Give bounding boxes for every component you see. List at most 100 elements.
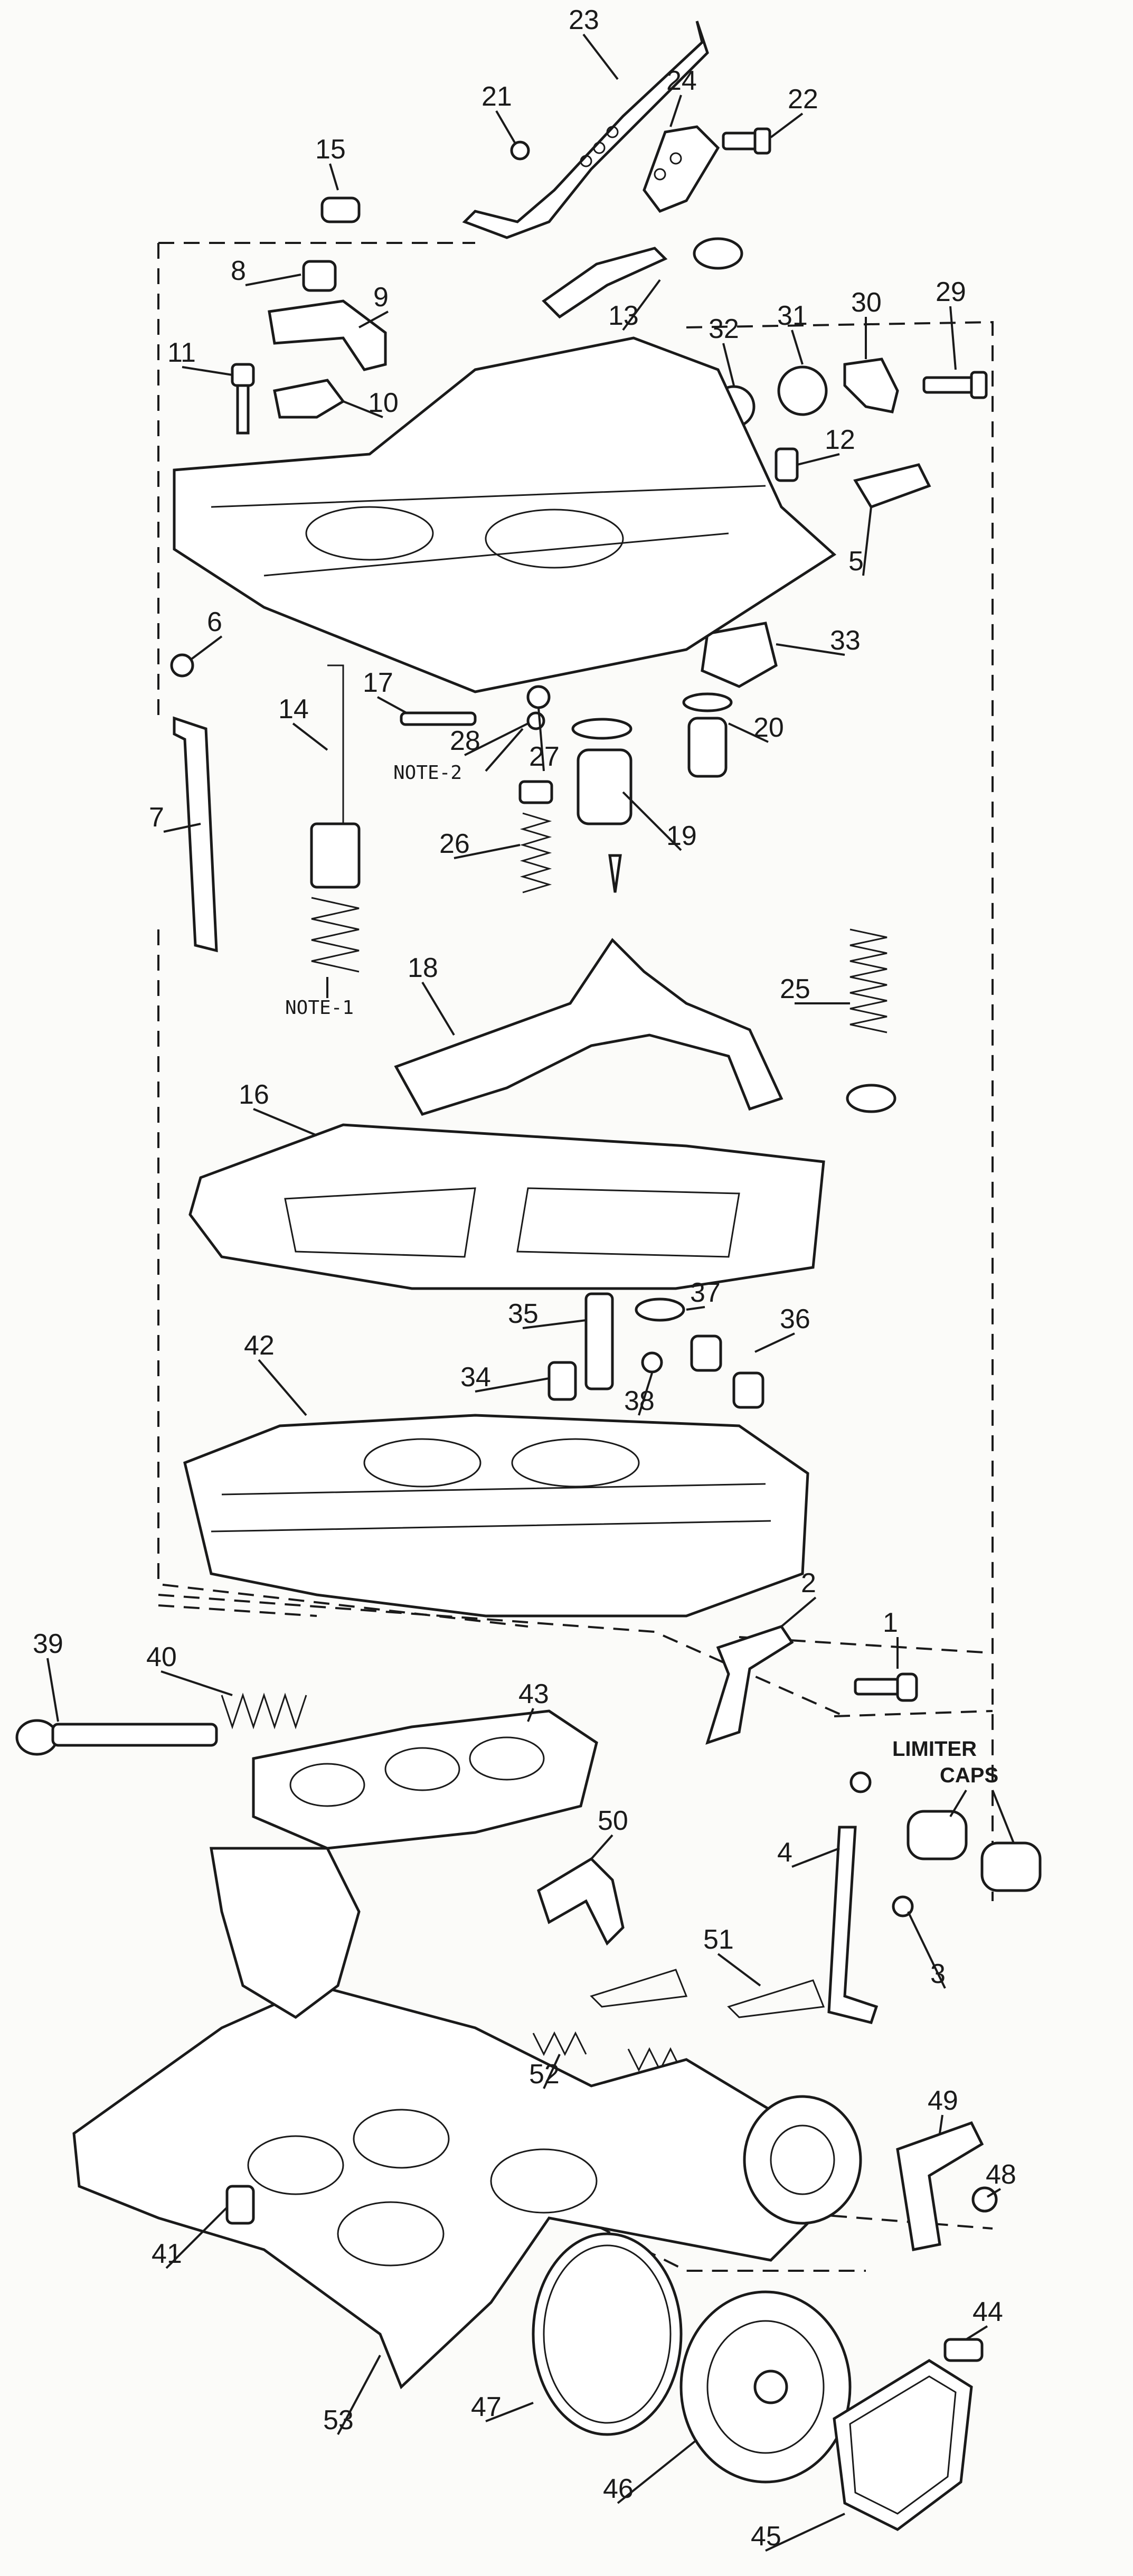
leader-line-12 — [797, 453, 840, 466]
part-label-34: 34 — [460, 1362, 491, 1393]
spring-52a — [532, 2031, 587, 2056]
leader-line-23 — [582, 33, 619, 80]
part-label-44: 44 — [973, 2297, 1003, 2327]
leader-line-29 — [949, 306, 957, 370]
choke-lever-50 — [536, 1857, 625, 1946]
part-label-18: 18 — [408, 953, 438, 983]
leader-line-49 — [939, 2114, 943, 2134]
leader-line-41 — [165, 2206, 228, 2269]
part-label-21: 21 — [481, 81, 512, 112]
leader-line-26 — [454, 844, 521, 859]
clip-13 — [542, 247, 668, 319]
leader-line-13 — [622, 279, 661, 331]
part-label-48: 48 — [986, 2159, 1016, 2190]
screw-12 — [775, 447, 799, 482]
leader-line-27 — [537, 707, 545, 772]
leader-line-51 — [717, 1953, 761, 1987]
bracket-30 — [843, 358, 899, 413]
leader-line-7 — [163, 823, 201, 833]
clip-3b — [892, 1895, 914, 1917]
part-label-17: 17 — [363, 667, 393, 698]
float-18 — [394, 938, 783, 1116]
leader-line-16 — [253, 1108, 317, 1136]
part-label-15: 15 — [315, 134, 346, 165]
part-label-50: 50 — [598, 1806, 628, 1836]
choke-housing — [743, 2095, 862, 2225]
spring-26 — [518, 780, 553, 894]
part-label-12: 12 — [825, 425, 855, 455]
leader-line-20 — [728, 722, 769, 743]
leader-line-52 — [543, 2054, 561, 2089]
pump-assembly-14 — [310, 664, 361, 973]
part-label-32: 32 — [709, 314, 739, 344]
leader-line-32 — [722, 343, 735, 386]
part-label-16: 16 — [239, 1079, 269, 1110]
leader-line-39 — [46, 1658, 59, 1722]
part-label-9: 9 — [373, 282, 389, 313]
part-label-2: 2 — [801, 1568, 816, 1599]
screw-41 — [225, 2185, 255, 2225]
leader-line-31 — [791, 330, 804, 365]
leader-line-15 — [329, 163, 339, 191]
leader-line-21 — [495, 110, 516, 144]
plug-8 — [302, 260, 337, 292]
part-label-4: 4 — [777, 1837, 792, 1868]
part-label-39: 39 — [33, 1629, 63, 1659]
gasket-43 — [252, 1709, 598, 1850]
part-label-33: 33 — [830, 625, 861, 656]
float-bowl-42 — [183, 1414, 809, 1618]
leader-line-53 — [337, 2355, 381, 2435]
leader-line-38 — [638, 1372, 653, 1416]
part-label-40: 40 — [146, 1642, 177, 1672]
gasket-45 — [833, 2359, 973, 2531]
plug-36 — [690, 1334, 764, 1409]
part-label-24: 24 — [666, 65, 697, 96]
limiter-caps — [907, 1810, 1042, 1892]
part-label-36: 36 — [780, 1304, 810, 1334]
part-label-43: 43 — [518, 1679, 549, 1709]
limiter-caps-line1: LIMITER — [892, 1737, 977, 1761]
leader-line-43 — [527, 1708, 534, 1722]
screw-29 — [922, 371, 988, 399]
lever-2 — [705, 1625, 794, 1745]
leader-line-35 — [522, 1319, 587, 1329]
part-label-19: 19 — [666, 821, 697, 851]
leader-line-14 — [292, 722, 328, 751]
screw-1 — [854, 1672, 918, 1702]
ball-38 — [641, 1351, 663, 1374]
screw-39 — [15, 1719, 218, 1756]
part-label-25: 25 — [780, 974, 810, 1004]
leader-line-48 — [986, 2188, 1002, 2198]
part-label-51: 51 — [703, 1924, 734, 1955]
limiter-caps-line2: CAPS — [940, 1764, 998, 1787]
jet-34 — [547, 1361, 577, 1401]
leader-line-9 — [358, 311, 389, 328]
leader-line-6 — [189, 635, 223, 661]
leader-line-44 — [965, 2325, 988, 2340]
dashed-boundary-base — [158, 1594, 993, 2272]
leader-line-22 — [770, 112, 804, 138]
part-label-14: 14 — [278, 694, 309, 725]
part-label-8: 8 — [231, 256, 246, 286]
part-label-20: 20 — [753, 712, 784, 743]
rod-4 — [827, 1826, 879, 2024]
leader-line-5 — [862, 506, 872, 576]
throttle-body-53 — [72, 1984, 825, 2390]
screw-44 — [943, 2338, 984, 2362]
pin-17 — [400, 711, 477, 726]
part-label-1: 1 — [883, 1607, 898, 1638]
gasket-47 — [532, 2232, 683, 2436]
leader-line-42 — [258, 1359, 307, 1416]
part-label-5: 5 — [848, 546, 864, 577]
spring-25 — [846, 928, 896, 1113]
note-2: NOTE-2 — [393, 762, 462, 784]
link-24 — [643, 125, 720, 213]
leader-line-33 — [776, 643, 845, 656]
leader-line-40 — [160, 1670, 233, 1696]
clip-6 — [170, 653, 194, 678]
leader-lines — [46, 33, 1002, 2552]
pump-lever-23 — [462, 21, 709, 239]
spring-40 — [221, 1693, 307, 1729]
part-label-23: 23 — [569, 5, 599, 35]
